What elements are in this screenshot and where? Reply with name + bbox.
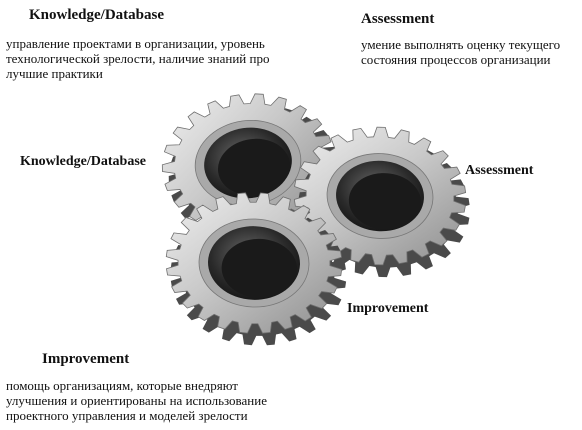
gear-label-improvement: Improvement (347, 301, 429, 316)
gear-label-assessment: Assessment (465, 163, 534, 178)
improvement-description: помощь организациям, которые внедряют ул… (6, 378, 267, 423)
improvement-heading: Improvement (42, 351, 130, 367)
gear-hole-depth (348, 173, 421, 230)
knowledge-description: управление проектами в организации, уров… (6, 36, 270, 81)
assessment-description: умение выполнять оценку текущего состоян… (361, 37, 561, 67)
gear-knowledge (161, 93, 341, 244)
assessment-heading: Assessment (361, 11, 435, 27)
gear-hole-depth (217, 138, 290, 196)
gear-hole-depth (221, 238, 298, 298)
knowledge-heading: Knowledge/Database (29, 7, 164, 23)
gear-improvement (165, 192, 347, 346)
gear-assessment (293, 126, 470, 278)
gear-label-knowledge: Knowledge/Database (20, 154, 146, 169)
